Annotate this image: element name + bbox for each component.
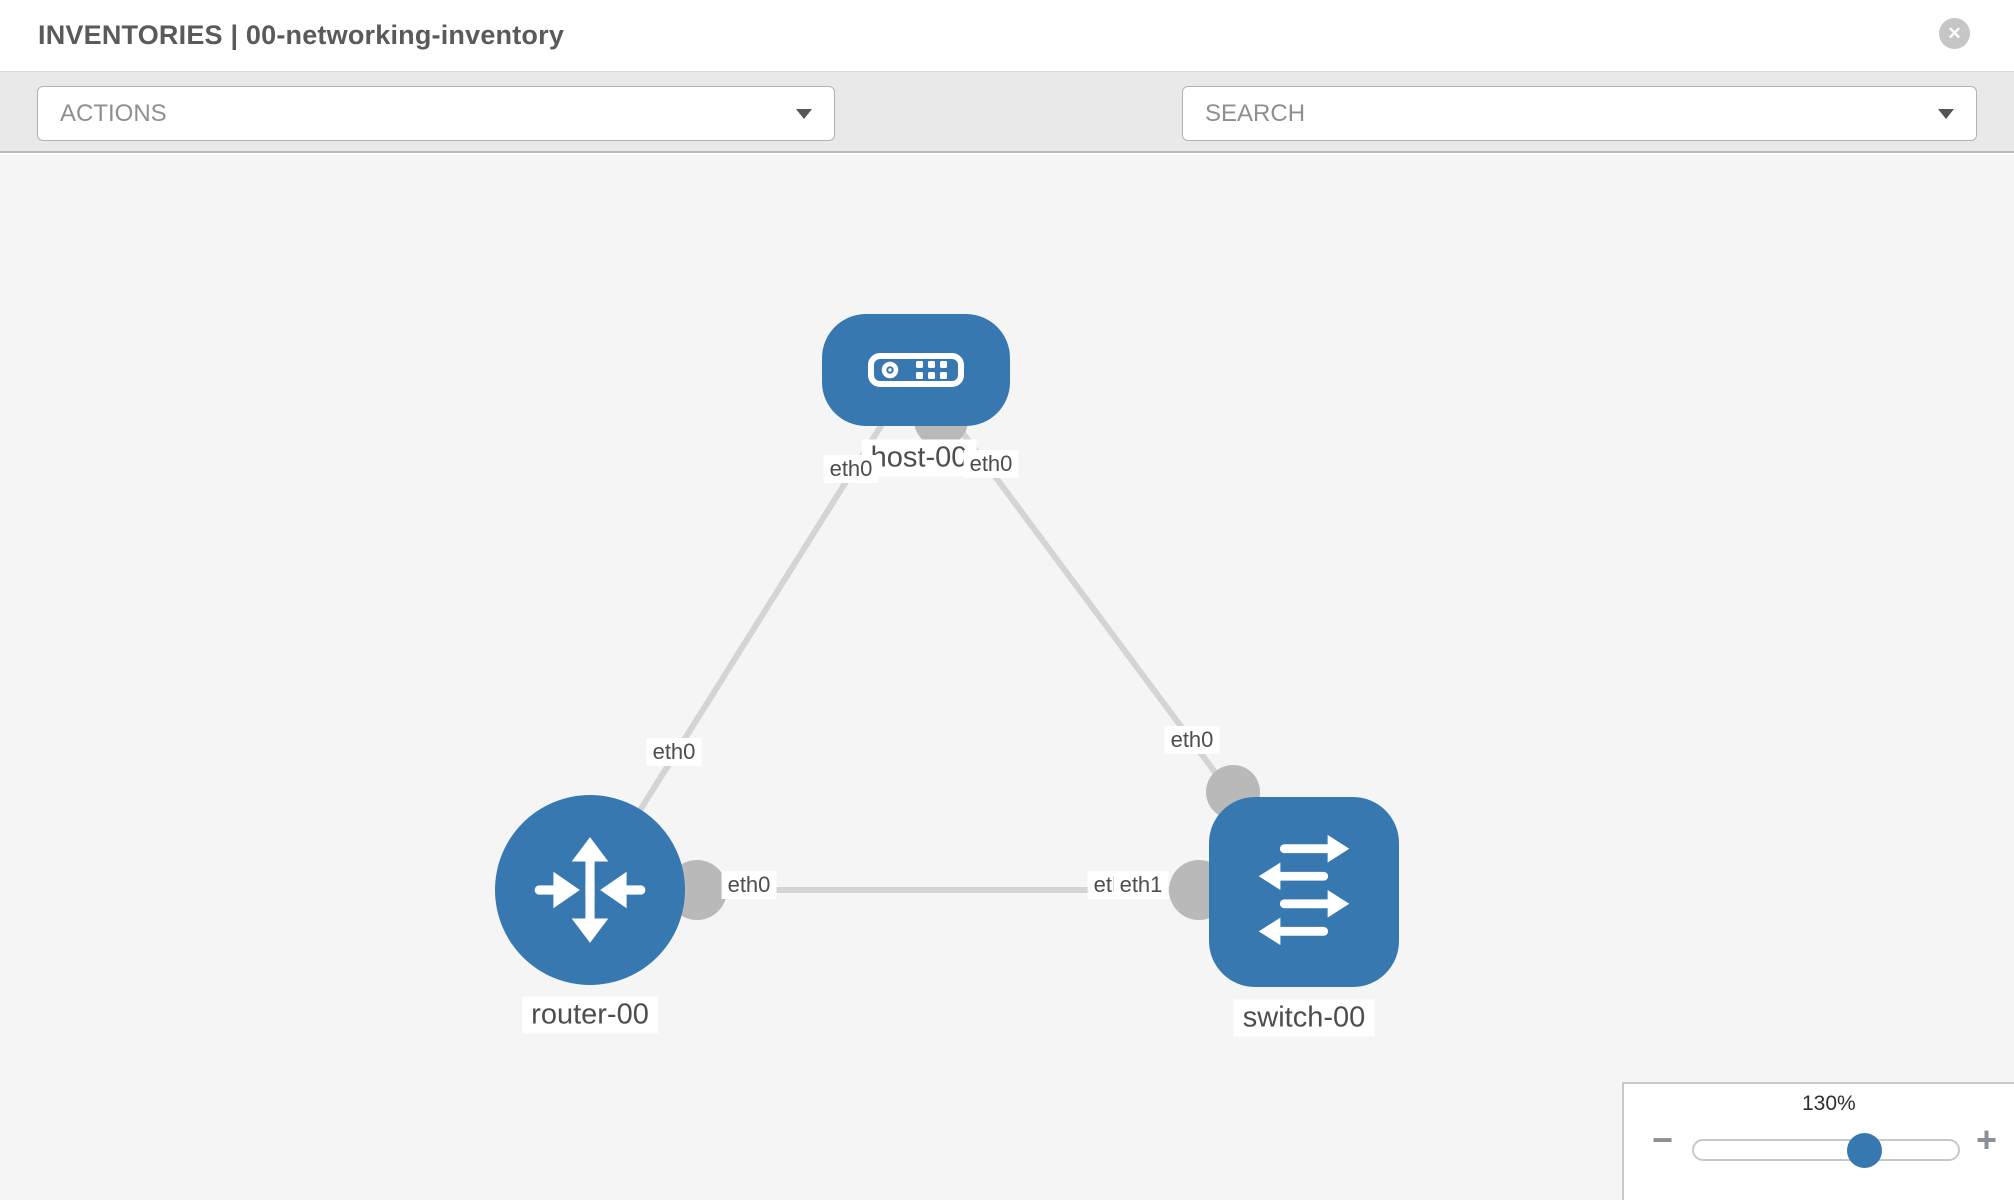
close-icon: ✕ <box>1947 23 1962 43</box>
port-label-eth0: eth0 <box>646 738 702 766</box>
node-host-00[interactable] <box>822 314 1010 426</box>
actions-dropdown-label: ACTIONS <box>60 99 167 127</box>
close-button[interactable]: ✕ <box>1939 18 1970 49</box>
node-switch-00[interactable] <box>1209 797 1399 987</box>
chevron-down-icon <box>796 108 812 119</box>
port-label-eth0: eth0 <box>1164 726 1220 754</box>
node-label-switch: switch-00 <box>1233 999 1375 1037</box>
header: INVENTORIES | 00-networking-inventory ✕ <box>0 0 2014 72</box>
port-label-eth0: eth0 <box>721 871 777 899</box>
node-router-00[interactable] <box>495 795 685 985</box>
zoom-panel: 130% − + <box>1622 1082 2014 1200</box>
topology-canvas[interactable] <box>0 155 2014 1200</box>
search-dropdown[interactable]: SEARCH <box>1182 86 1977 141</box>
node-label-host: host-00 <box>861 439 977 477</box>
zoom-slider-track[interactable] <box>1692 1139 1960 1161</box>
chevron-down-icon <box>1938 108 1954 119</box>
zoom-in-button[interactable]: + <box>1976 1119 1998 1160</box>
port-label-eth0: eth0 <box>963 450 1019 478</box>
router-icon <box>534 837 646 943</box>
switch-icon <box>1258 834 1350 946</box>
zoom-level: 130% <box>1802 1092 1856 1115</box>
node-label-router: router-00 <box>522 996 658 1034</box>
zoom-out-button[interactable]: − <box>1652 1119 1674 1160</box>
port-label-eth1: eth1 <box>1113 871 1169 899</box>
search-dropdown-label: SEARCH <box>1205 99 1306 127</box>
actions-dropdown[interactable]: ACTIONS <box>37 86 835 141</box>
port-label-eth0: eth0 <box>823 455 879 483</box>
zoom-slider-knob[interactable] <box>1847 1133 1882 1168</box>
page-title: INVENTORIES | 00-networking-inventory <box>38 20 565 50</box>
host-icon <box>868 353 964 387</box>
